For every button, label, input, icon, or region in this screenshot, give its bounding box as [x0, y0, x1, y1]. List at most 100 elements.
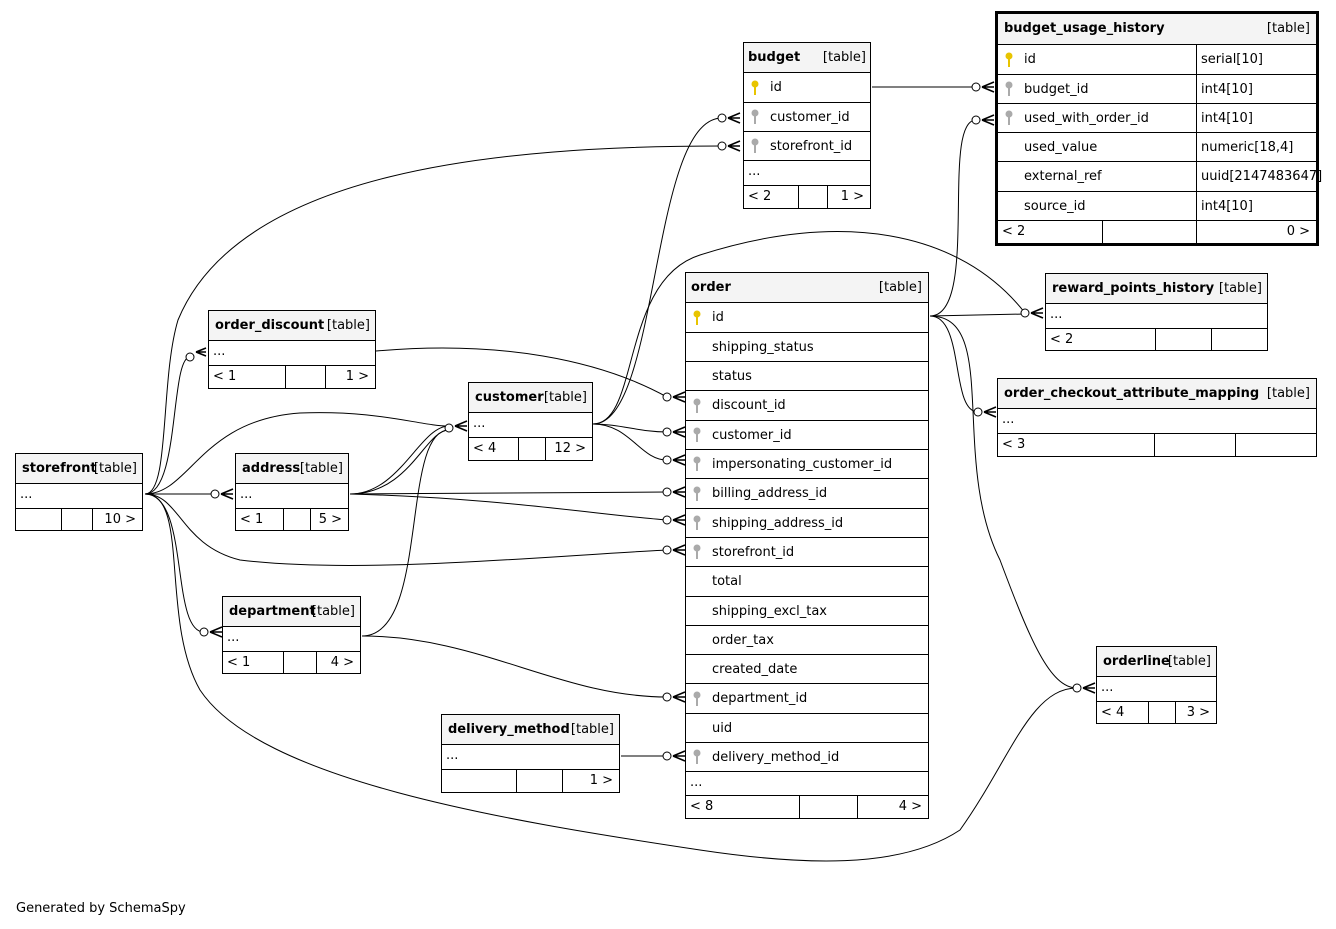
footer-divider [516, 770, 517, 792]
column-row[interactable]: id [686, 302, 928, 332]
column-name: billing_address_id [712, 486, 828, 501]
table-storefront[interactable]: storefront [table] ... 10 > [15, 453, 143, 531]
table-name: customer [475, 390, 544, 405]
table-header: orderline [table] [1097, 647, 1216, 676]
table-reward-points-history[interactable]: reward_points_history [table] ... < 2 [1045, 273, 1268, 351]
column-row[interactable]: used_with_order_id int4[10] [998, 103, 1316, 132]
column-row[interactable]: customer_id [744, 102, 870, 131]
column-row[interactable]: billing_address_id [686, 478, 928, 508]
footer-divider [1154, 434, 1155, 456]
children-count[interactable]: 0 > [1286, 224, 1310, 239]
more-indicator: ... [240, 487, 253, 502]
children-count[interactable]: 1 > [589, 773, 613, 788]
column-row[interactable]: customer_id [686, 420, 928, 449]
parents-count[interactable]: < 4 [1101, 705, 1125, 720]
column-row[interactable]: total [686, 566, 928, 596]
table-order[interactable]: order [table] id shipping_status status … [685, 272, 929, 819]
parents-count[interactable]: < 1 [227, 655, 251, 670]
table-footer: < 1 1 > [209, 365, 375, 388]
foreign-key-icon [693, 515, 701, 530]
parents-count[interactable]: < 3 [1002, 437, 1026, 452]
table-order-checkout-attribute-mapping[interactable]: order_checkout_attribute_mapping [table]… [997, 378, 1317, 457]
footer-divider [92, 509, 93, 530]
table-type: [table] [822, 50, 866, 65]
rel-marker [662, 487, 672, 497]
children-count[interactable]: 12 > [554, 441, 586, 456]
table-name: order_discount [215, 318, 325, 333]
more-indicator: ... [748, 164, 761, 179]
column-row[interactable]: uid [686, 713, 928, 742]
table-type: [table] [311, 604, 355, 619]
table-orderline[interactable]: orderline [table] ... < 4 3 > [1096, 646, 1217, 724]
more-columns: ... [998, 408, 1316, 433]
column-type: int4[10] [1196, 192, 1253, 220]
column-row[interactable]: order_tax [686, 625, 928, 654]
crowfoot [209, 626, 223, 638]
table-department[interactable]: department [table] ... < 1 4 > [222, 596, 361, 674]
parents-count[interactable]: < 2 [1002, 224, 1026, 239]
rel-marker [971, 115, 981, 125]
foreign-key-icon [693, 398, 701, 413]
rel-marker [973, 407, 983, 417]
column-row[interactable]: id [744, 72, 870, 102]
table-delivery-method[interactable]: delivery_method [table] ... 1 > [441, 714, 620, 793]
more-indicator: ... [1101, 680, 1114, 695]
column-row[interactable]: external_ref uuid[2147483647] [998, 161, 1322, 191]
column-row[interactable]: status [686, 361, 928, 390]
column-row[interactable]: shipping_address_id [686, 508, 928, 537]
children-count[interactable]: 1 > [840, 189, 864, 204]
column-name: shipping_excl_tax [712, 604, 827, 619]
table-customer[interactable]: customer [table] ... < 4 12 > [468, 382, 593, 461]
table-budget[interactable]: budget [table] id customer_id storefront… [743, 42, 871, 209]
column-row[interactable]: shipping_status [686, 332, 928, 361]
children-count[interactable]: 4 > [898, 799, 922, 814]
children-count[interactable]: 1 > [345, 369, 369, 384]
more-indicator: ... [20, 487, 33, 502]
column-name: external_ref [1024, 169, 1102, 184]
children-count[interactable]: 5 > [318, 512, 342, 527]
crowfoot [672, 544, 686, 556]
table-footer: < 4 3 > [1097, 701, 1216, 723]
parents-count[interactable]: < 2 [748, 189, 772, 204]
column-row[interactable]: department_id [686, 683, 928, 713]
table-name: reward_points_history [1052, 281, 1215, 296]
foreign-key-icon [1005, 81, 1013, 96]
table-order-discount[interactable]: order_discount [table] ... < 1 1 > [208, 310, 376, 389]
column-row[interactable]: impersonating_customer_id [686, 449, 928, 478]
crowfoot [672, 391, 686, 403]
children-count[interactable]: 4 > [330, 655, 354, 670]
footer-divider [857, 796, 858, 818]
table-type: [table] [1218, 281, 1262, 296]
column-row[interactable]: source_id int4[10] [998, 191, 1316, 220]
children-count[interactable]: 10 > [104, 512, 136, 527]
table-footer: < 8 4 > [686, 795, 928, 818]
crowfoot [1082, 682, 1096, 694]
table-name: address [242, 461, 301, 476]
rel-marker [662, 455, 672, 465]
more-indicator: ... [1002, 412, 1015, 427]
parents-count[interactable]: < 2 [1050, 332, 1074, 347]
table-name: department [229, 604, 316, 619]
column-type: numeric[18,4] [1196, 133, 1293, 161]
table-address[interactable]: address [table] ... < 1 5 > [235, 453, 349, 531]
column-row[interactable]: budget_id int4[10] [998, 74, 1316, 103]
table-budget-usage-history[interactable]: budget_usage_history [table] id serial[1… [995, 11, 1322, 246]
column-row[interactable]: used_value numeric[18,4] [998, 132, 1316, 161]
column-name: shipping_status [712, 340, 814, 355]
children-count[interactable]: 3 > [1186, 705, 1210, 720]
column-row[interactable]: shipping_excl_tax [686, 596, 928, 625]
column-row[interactable]: created_date [686, 654, 928, 683]
column-row[interactable]: delivery_method_id [686, 742, 928, 771]
table-header: customer [table] [469, 383, 592, 412]
parents-count[interactable]: < 4 [473, 441, 497, 456]
rel-marker [199, 627, 209, 637]
rel-storefront-budget [144, 145, 723, 495]
parents-count[interactable]: < 8 [690, 799, 714, 814]
column-row[interactable]: storefront_id [686, 537, 928, 566]
rel-address-order-billing [349, 491, 668, 495]
column-row[interactable]: storefront_id [744, 131, 870, 160]
parents-count[interactable]: < 1 [240, 512, 264, 527]
column-row[interactable]: discount_id [686, 390, 928, 420]
parents-count[interactable]: < 1 [213, 369, 237, 384]
column-row[interactable]: id serial[10] [998, 44, 1316, 74]
